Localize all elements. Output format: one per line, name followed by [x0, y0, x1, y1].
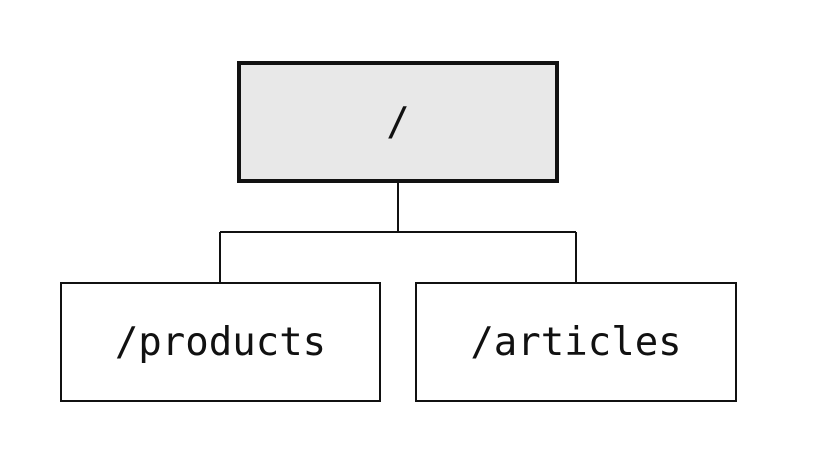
articles-route-node: /articles — [415, 282, 737, 402]
root-route-node: / — [237, 61, 559, 183]
products-route-label: /products — [114, 319, 327, 365]
products-route-node: /products — [60, 282, 381, 402]
articles-route-label: /articles — [470, 319, 682, 365]
root-route-label: / — [386, 99, 410, 145]
